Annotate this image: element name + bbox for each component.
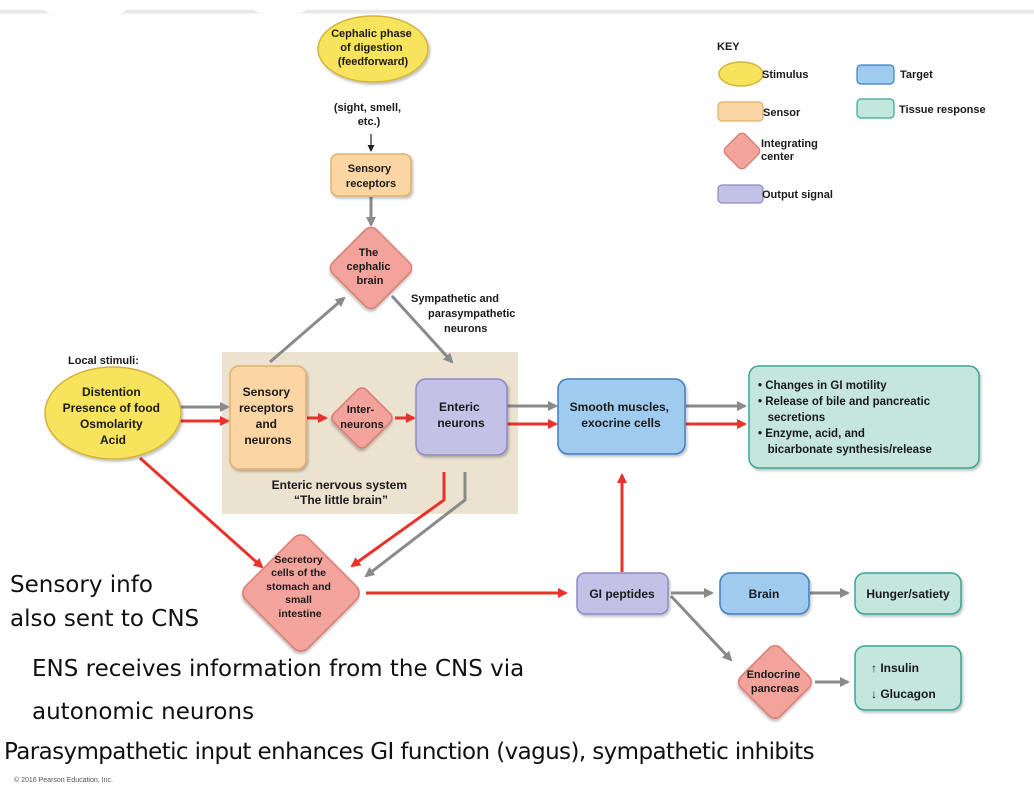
- node-sensory-receptors-neurons: Sensory receptors and neurons: [229, 365, 307, 470]
- node-endocrine-pancreas: Endocrine pancreas: [737, 644, 813, 720]
- arrow-stimuli-to-secretory: [139, 456, 264, 569]
- legend-item-integrating-center: Integrating center: [723, 132, 821, 170]
- svg-text:Brain: Brain: [749, 587, 780, 601]
- svg-text:↑ Insulin ↓ Glucagon: ↑ Insulin ↓ Glucagon: [871, 661, 936, 701]
- note-parasympathetic: Parasympathetic input enhances GI functi…: [4, 739, 815, 765]
- legend-item-stimulus: Stimulus: [718, 61, 808, 87]
- node-secretory-cells: Secretory cells of the stomach and small…: [242, 534, 360, 652]
- arrow-brain-to-enteric: [390, 294, 454, 364]
- note-sensory-info-line1: Sensory info: [10, 572, 153, 598]
- node-gi-peptides: GI peptides: [576, 572, 669, 615]
- node-brain: Brain: [719, 572, 810, 615]
- arrow-ens-sensory-to-brain: [269, 296, 346, 364]
- note-ens-receives-line1: ENS receives information from the CNS vi…: [32, 656, 525, 682]
- node-insulin-glucagon: ↑ Insulin ↓ Glucagon: [854, 645, 962, 711]
- legend-item-target: Target: [856, 64, 933, 85]
- svg-text:Stimulus: Stimulus: [762, 69, 808, 81]
- node-smooth-muscles: Smooth muscles, exocrine cells: [557, 378, 686, 455]
- legend-title: KEY: [717, 41, 740, 53]
- label-local-stimuli: Local stimuli:: [68, 355, 139, 367]
- arrow-gi-peptides-to-pancreas: [669, 594, 733, 662]
- note-ens-receives-line2: autonomic neurons: [32, 699, 255, 725]
- node-enteric-neurons: Enteric neurons: [415, 378, 508, 456]
- svg-text:Output signal: Output signal: [762, 189, 833, 201]
- svg-text:Distention Presence of f: Distention Presence of food Osmolarity A…: [63, 385, 164, 447]
- copyright-notice: © 2016 Pearson Education, Inc.: [14, 777, 113, 784]
- node-local-stimuli: Distention Presence of food Osmolarity A…: [44, 366, 182, 460]
- slide-top-edge: [0, 0, 1034, 14]
- svg-text:Secretory cells of the: Secretory cells of the stomach and small…: [266, 554, 334, 620]
- svg-text:The cephalic brain: The cephalic brain: [346, 247, 393, 287]
- node-hunger-satiety: Hunger/satiety: [854, 572, 962, 615]
- svg-text:Inter- neurons: Inter- neurons: [340, 404, 383, 431]
- svg-text:Enteric neurons: Enteric neurons: [437, 400, 485, 430]
- svg-text:Target: Target: [900, 69, 933, 81]
- svg-text:Endocrine pancreas: Endocrine pancreas: [747, 669, 804, 695]
- svg-text:Smooth muscles, exocrine: Smooth muscles, exocrine cells: [570, 400, 673, 430]
- svg-text:Sensor: Sensor: [763, 107, 801, 119]
- label-sight-smell: (sight, smell, etc.): [334, 102, 404, 128]
- label-ens-caption: Enteric nervous system “The little brain…: [272, 478, 411, 507]
- arrow-enteric-to-secretory-red: [350, 472, 446, 568]
- arrows: [139, 134, 850, 687]
- legend-item-output-signal: Output signal: [717, 184, 833, 204]
- svg-text:Sensory receptors: Sensory receptors and neurons: [239, 385, 297, 447]
- svg-text:Sensory receptors: Sensory receptors: [346, 163, 396, 190]
- svg-text:• Changes in GI motility: • Changes in GI motility • Release of bi…: [758, 380, 932, 456]
- node-sensory-receptors-top: Sensory receptors: [330, 153, 412, 197]
- svg-text:Cephalic phase of digest: Cephalic phase of digestion (feedforward…: [331, 28, 415, 68]
- node-tissue-responses: • Changes in GI motility • Release of bi…: [748, 365, 980, 469]
- label-sympathetic-parasympathetic: Sympathetic and parasympathetic neurons: [411, 293, 519, 335]
- svg-text:GI peptides: GI peptides: [589, 587, 655, 601]
- legend-key: KEY Stimulus Sensor Integrating center O…: [694, 30, 1024, 215]
- svg-text:Tissue response: Tissue response: [899, 104, 986, 116]
- svg-text:Hunger/satiety: Hunger/satiety: [866, 587, 950, 601]
- node-cephalic-phase: Cephalic phase of digestion (feedforward…: [317, 15, 429, 83]
- legend-item-tissue-response: Tissue response: [856, 98, 986, 119]
- arrow-enteric-to-secretory-gray: [364, 472, 467, 578]
- node-interneurons: Inter- neurons: [331, 387, 393, 449]
- note-sensory-info-line2: also sent to CNS: [10, 606, 200, 632]
- node-cephalic-brain: The cephalic brain: [329, 226, 413, 310]
- svg-text:Integrating center: Integrating center: [761, 138, 821, 163]
- legend-item-sensor: Sensor: [717, 101, 801, 122]
